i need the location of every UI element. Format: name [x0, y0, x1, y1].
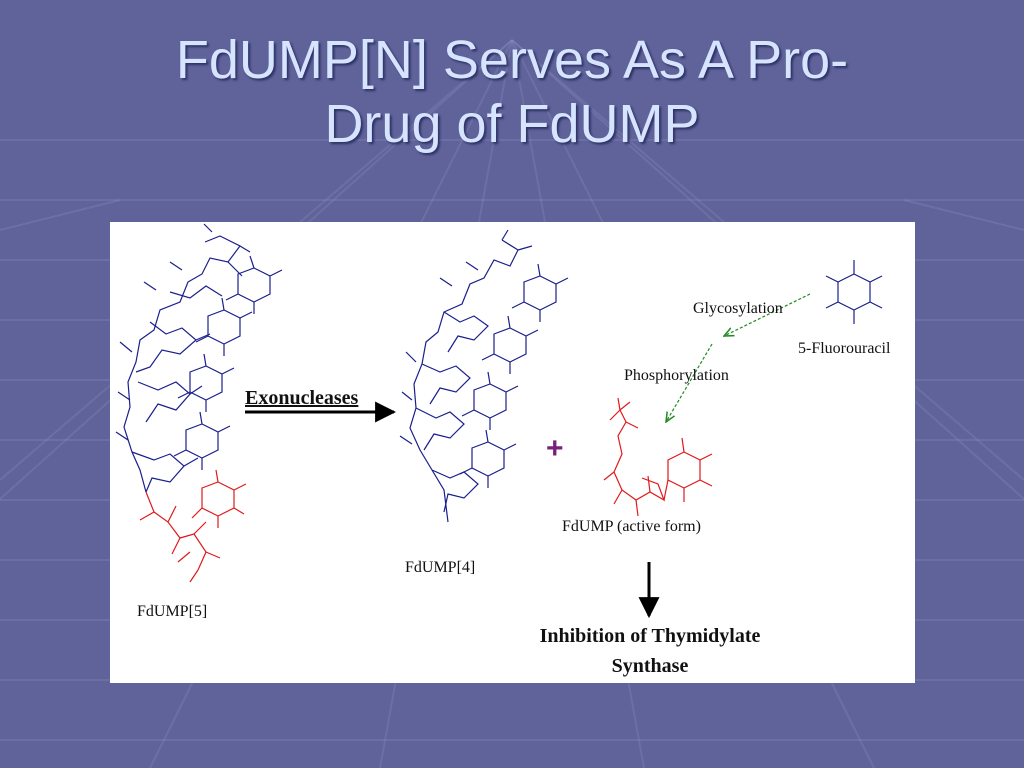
title-line-1: FdUMP[N] Serves As A Pro- — [175, 30, 849, 90]
exonucleases-label: Exonucleases — [245, 387, 359, 409]
fluorouracil-molecule — [825, 260, 883, 324]
phosphorylation-arrow — [666, 343, 713, 422]
fdump5-label: FdUMP[5] — [137, 603, 208, 620]
fdump5-molecule — [115, 223, 283, 583]
fdump-active-molecule — [603, 397, 713, 517]
fdump4-molecule — [399, 229, 569, 523]
mechanism-diagram — [115, 223, 883, 619]
fdump-active-label: FdUMP (active form) — [562, 518, 701, 535]
glycosylation-arrow — [724, 293, 811, 336]
inhibition-label: Inhibition of Thymidylate Synthase — [539, 625, 761, 677]
phosphorylation-label: Phosphorylation — [624, 367, 729, 384]
plus-sign: + — [546, 432, 564, 465]
title-line-2: Drug of FdUMP — [324, 94, 700, 154]
glycosylation-label: Glycosylation — [693, 300, 783, 317]
slide-title: FdUMP[N] Serves As A Pro- Drug of FdUMP — [0, 28, 1024, 156]
fluorouracil-label: 5-Fluorouracil — [798, 340, 891, 357]
fdump4-label: FdUMP[4] — [405, 559, 476, 576]
figure-panel: Exonucleases FdUMP[5] FdUMP[4] + FdUMP (… — [110, 222, 915, 683]
